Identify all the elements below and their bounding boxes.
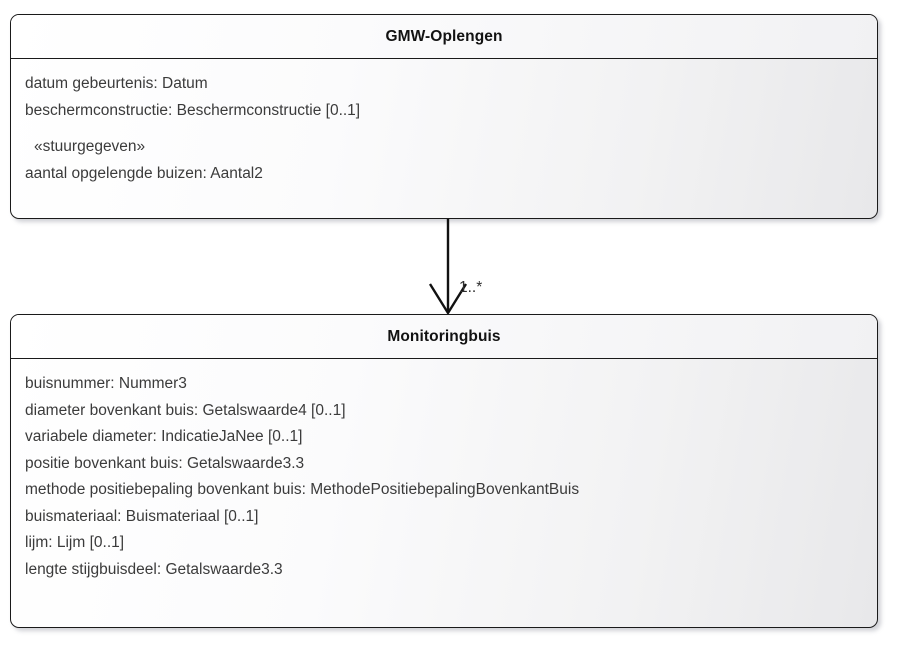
uml-attribute: buisnummer: Nummer3 bbox=[25, 375, 187, 392]
uml-attribute: variabele diameter: IndicatieJaNee [0..1… bbox=[25, 428, 303, 445]
uml-attribute: methode positiebepaling bovenkant buis: … bbox=[25, 481, 580, 498]
uml-attribute: buismateriaal: Buismateriaal [0..1] bbox=[25, 507, 259, 525]
uml-attribute: positie bovenkant buis: Getalswaarde3.3 bbox=[25, 454, 305, 472]
uml-attribute: beschermconstructie: Beschermconstructie… bbox=[25, 101, 361, 119]
uml-attribute: datum gebeurtenis: Datum bbox=[25, 75, 208, 92]
uml-class-monitoringbuis[interactable]: Monitoringbuis buisnummer: Nummer3 diame… bbox=[10, 314, 878, 628]
uml-attribute: aantal opgelengde buizen: Aantal2 bbox=[25, 164, 263, 182]
uml-attribute: lijm: Lijm [0..1] bbox=[25, 534, 125, 551]
uml-class-header: GMW-Oplengen bbox=[11, 15, 877, 59]
uml-class-header: Monitoringbuis bbox=[11, 315, 877, 359]
connector-multiplicity-label: 1..* bbox=[459, 279, 483, 296]
uml-attribute-compartment: buisnummer: Nummer3 diameter bovenkant b… bbox=[11, 359, 877, 593]
uml-attribute-stereotype: «stuurgegeven» bbox=[34, 138, 146, 155]
uml-class-title: Monitoringbuis bbox=[387, 327, 501, 345]
uml-attribute: diameter bovenkant buis: Getalswaarde4 [… bbox=[25, 401, 346, 419]
uml-attribute-compartment: datum gebeurtenis: Datum beschermconstru… bbox=[11, 59, 877, 197]
uml-class-gmw-oplengen[interactable]: GMW-Oplengen datum gebeurtenis: Datum be… bbox=[10, 14, 878, 219]
uml-attribute: lengte stijgbuisdeel: Getalswaarde3.3 bbox=[25, 560, 283, 578]
uml-class-title: GMW-Oplengen bbox=[385, 27, 503, 45]
